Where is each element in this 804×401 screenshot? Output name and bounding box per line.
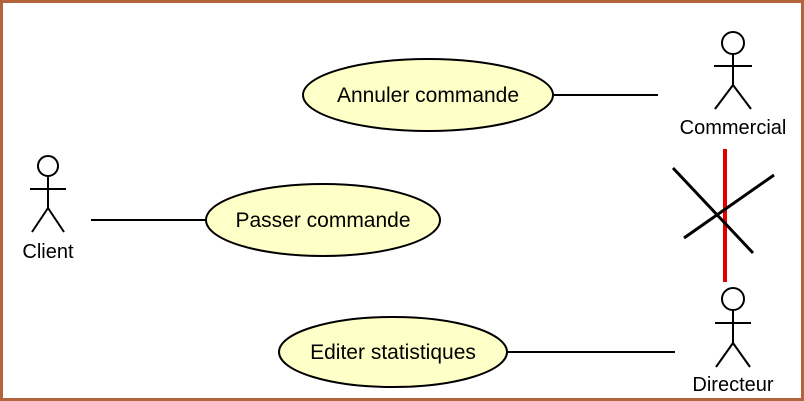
stick-figure-icon [714,31,752,110]
use-case-annuler-commande: Annuler commande [302,58,554,132]
actor-directeur: Directeur [692,287,774,396]
stick-figure-icon [715,287,751,368]
use-case-passer-commande: Passer commande [205,183,441,257]
use-case-label: Editer statistiques [310,341,476,364]
use-case-label: Annuler commande [337,84,519,107]
use-case-editer-statistiques: Editer statistiques [278,316,508,388]
cross-mark [671,166,775,255]
actor-label: Directeur [692,374,773,396]
use-case-label: Passer commande [235,209,410,232]
use-case-diagram: Annuler commande Passer commande Editer … [22,31,787,396]
actor-label: Commercial [680,117,787,139]
actor-label: Client [22,241,74,263]
actor-commercial: Commercial [680,31,787,139]
stick-figure-icon [30,155,66,233]
actor-client: Client [22,155,74,263]
